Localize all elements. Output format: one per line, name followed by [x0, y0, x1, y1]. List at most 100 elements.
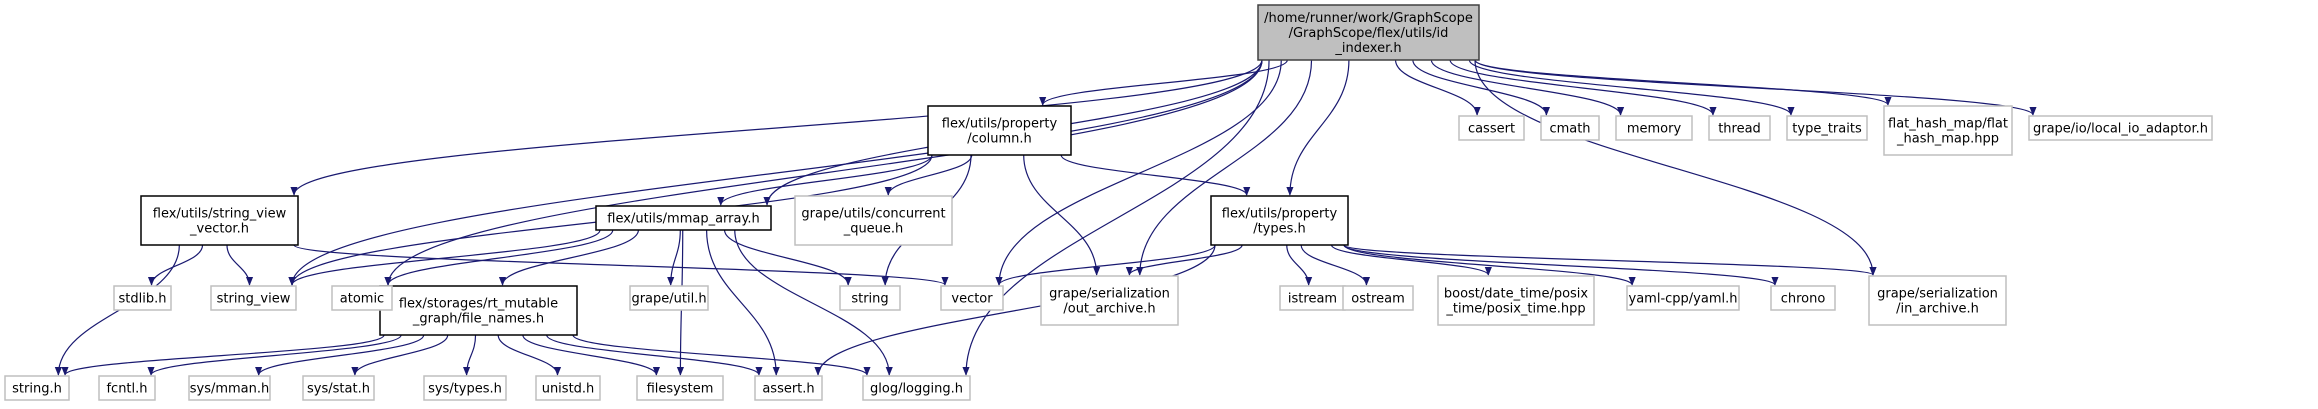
- node-types[interactable]: flex/utils/property/types.h: [1210, 195, 1349, 246]
- node-label-line: string.h: [12, 382, 62, 397]
- node-box: [1437, 275, 1595, 326]
- edge-types-to-chrono: [1343, 244, 1779, 286]
- node-chrono: chrono: [1770, 285, 1836, 311]
- node-label-line: /column.h: [967, 132, 1032, 147]
- node-label-line: flex/utils/mmap_array.h: [607, 212, 759, 227]
- node-label-line: flex/utils/property: [1222, 207, 1338, 222]
- node-label-line: type_traits: [1792, 122, 1862, 137]
- edge-root-to-cmath: [1412, 59, 1550, 116]
- edge-filenames-to-filesystem: [522, 334, 660, 376]
- node-label-line: /GraphScope/flex/utils/id: [1289, 26, 1449, 41]
- node-label-line: flex/utils/string_view: [153, 207, 287, 222]
- node-label-line: _graph/file_names.h: [412, 312, 544, 327]
- node-fcntl: fcntl.h: [98, 375, 156, 401]
- node-svv[interactable]: flex/utils/string_view_vector.h: [140, 195, 299, 246]
- node-label-line: flex/utils/property: [942, 117, 1058, 132]
- edge-mmap-to-string: [723, 229, 852, 286]
- node-posix-time: boost/date_time/posix_time/posix_time.hp…: [1437, 275, 1595, 326]
- edge-column-to-mmap: [717, 154, 933, 206]
- node-box: [862, 375, 971, 401]
- node-column[interactable]: flex/utils/property/column.h: [927, 105, 1072, 156]
- node-root[interactable]: /home/runner/work/GraphScope/GraphScope/…: [1257, 4, 1480, 61]
- node-stdlib: stdlib.h: [113, 285, 172, 311]
- node-cq: grape/utils/concurrent_queue.h: [794, 195, 953, 246]
- node-label-line: filesystem: [647, 382, 714, 397]
- edge-filenames-to-unistd: [497, 334, 562, 376]
- node-filesystem: filesystem: [636, 375, 724, 401]
- node-sys-types: sys/types.h: [423, 375, 507, 401]
- node-label-line: memory: [1627, 122, 1682, 137]
- edge-root-to-out_archive: [1136, 59, 1313, 276]
- node-label-line: grape/serialization: [1049, 287, 1170, 302]
- node-label-line: grape/io/local_io_adaptor.h: [2033, 122, 2208, 137]
- node-label-line: stdlib.h: [119, 292, 167, 307]
- node-box: [1868, 275, 2007, 326]
- node-thread: thread: [1708, 115, 1771, 141]
- node-label-line: _queue.h: [843, 222, 904, 237]
- edge-filenames-to-sys_stat: [351, 334, 449, 376]
- edge-column-to-types: [1060, 154, 1251, 196]
- edge-types-to-posix_time: [1330, 244, 1492, 276]
- node-unistd: unistd.h: [535, 375, 601, 401]
- edge-types-to-vector: [995, 244, 1216, 286]
- node-box: [302, 375, 375, 401]
- edge-mmap-to-assert_h: [706, 229, 780, 376]
- node-box: [1540, 115, 1600, 141]
- edge-mmap-to-filenames: [498, 229, 639, 286]
- node-grape-util: grape/util.h: [629, 285, 709, 311]
- node-label-line: cassert: [1468, 122, 1515, 137]
- node-in-archive: grape/serialization/in_archive.h: [1868, 275, 2007, 326]
- edge-root-to-type_traits: [1468, 59, 1795, 116]
- node-box: [1786, 115, 1868, 141]
- node-mmap[interactable]: flex/utils/mmap_array.h: [595, 205, 772, 231]
- node-label-line: boost/date_time/posix: [1444, 287, 1589, 302]
- node-label-line: _vector.h: [189, 222, 249, 237]
- node-atomic: atomic: [331, 285, 393, 311]
- node-string: string: [839, 285, 901, 311]
- edge-types-to-yaml: [1343, 244, 1636, 286]
- node-string-h: string.h: [4, 375, 70, 401]
- edge-svv-to-vector: [293, 244, 949, 286]
- node-box: [940, 285, 1004, 311]
- edge-svv-to-stdlib: [147, 244, 204, 286]
- node-label-line: unistd.h: [542, 382, 595, 397]
- node-sys-stat: sys/stat.h: [302, 375, 375, 401]
- node-filenames[interactable]: flex/storages/rt_mutable_graph/file_name…: [379, 285, 578, 336]
- edge-root-to-thread: [1449, 59, 1717, 116]
- node-vector: vector: [940, 285, 1004, 311]
- edge-mmap-to-atomic: [384, 229, 614, 286]
- node-label-line: ostream: [1351, 292, 1405, 307]
- node-box: [636, 375, 724, 401]
- node-box: [1210, 195, 1349, 246]
- node-box: [927, 105, 1072, 156]
- node-box: [2028, 115, 2213, 141]
- node-box: [1615, 115, 1693, 141]
- node-label-line: vector: [951, 292, 993, 307]
- edge-root-to-types: [1286, 59, 1350, 196]
- node-box: [379, 285, 578, 336]
- node-box: [1342, 285, 1414, 311]
- node-memory: memory: [1615, 115, 1693, 141]
- node-out-archive: grape/serialization/out_archive.h: [1040, 275, 1179, 326]
- node-istream: istream: [1279, 285, 1346, 311]
- edge-root-to-glog: [962, 59, 1270, 376]
- node-box: [210, 285, 297, 311]
- edge-svv-to-string_view: [226, 244, 254, 286]
- node-label-line: istream: [1288, 292, 1337, 307]
- edge-filenames-to-glog: [572, 334, 871, 376]
- node-box: [98, 375, 156, 401]
- edge-root-to-in_archive: [1474, 59, 1877, 276]
- edge-types-to-ostream: [1300, 244, 1371, 286]
- node-yaml: yaml-cpp/yaml.h: [1626, 285, 1740, 311]
- node-box: [629, 285, 709, 311]
- edge-root-to-memory: [1430, 59, 1625, 116]
- edge-filenames-to-fcntl: [147, 334, 402, 376]
- node-box: [754, 375, 823, 401]
- edge-filenames-to-sys_mman: [255, 334, 425, 376]
- edge-filenames-to-sys_types: [462, 334, 477, 376]
- node-flat-hash-map: flat_hash_map/flat_hash_map.hpp: [1883, 105, 2013, 156]
- edge-root-to-atomic: [384, 59, 1263, 286]
- node-label-line: string_view: [217, 292, 291, 307]
- node-box: [1257, 4, 1480, 61]
